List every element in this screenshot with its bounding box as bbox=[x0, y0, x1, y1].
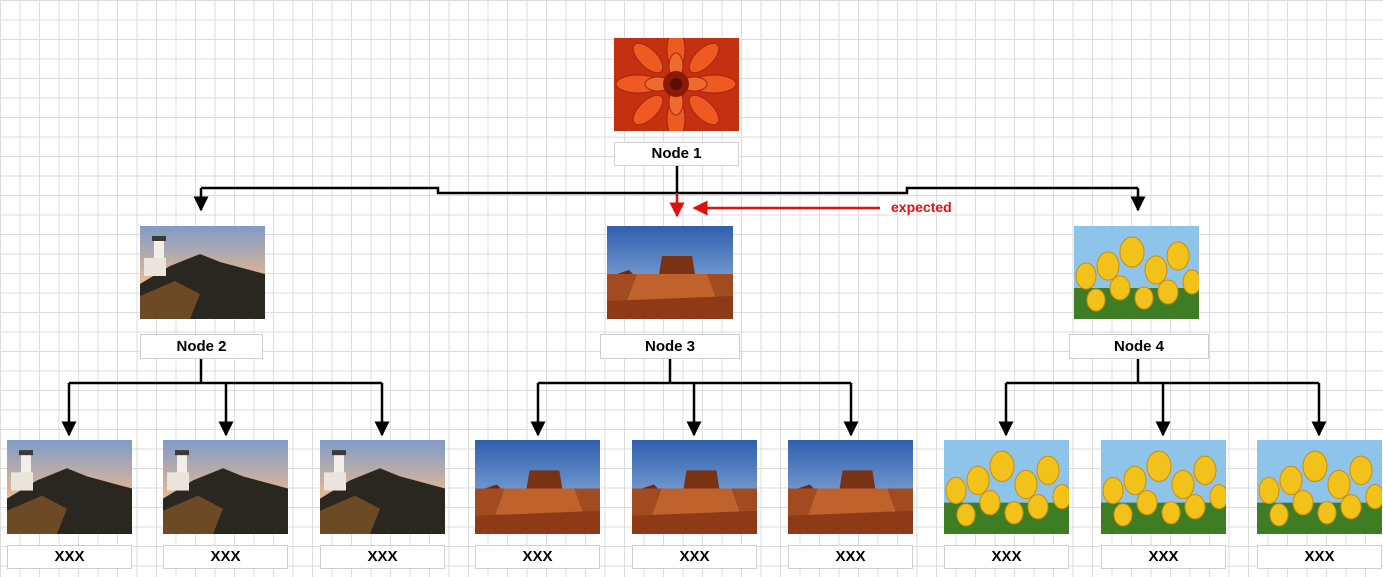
tulips-photo bbox=[944, 440, 1069, 534]
node-label: Node 2 bbox=[140, 334, 263, 359]
tulips-photo bbox=[1101, 440, 1226, 534]
desert-photo bbox=[607, 226, 733, 319]
desert-photo bbox=[475, 440, 600, 534]
node-label: Node 3 bbox=[600, 334, 740, 359]
leaf-label: XXX bbox=[320, 545, 445, 569]
node-label: Node 1 bbox=[614, 142, 739, 166]
leaf-label: XXX bbox=[632, 545, 757, 569]
leaf-label: XXX bbox=[1257, 545, 1382, 569]
tulips-photo bbox=[1257, 440, 1382, 534]
leaf-label: XXX bbox=[788, 545, 913, 569]
desert-photo bbox=[632, 440, 757, 534]
leaf-label: XXX bbox=[475, 545, 600, 569]
leaf-label: XXX bbox=[1101, 545, 1226, 569]
leaf-label: XXX bbox=[163, 545, 288, 569]
root-bus bbox=[201, 186, 1138, 195]
node-label: Node 4 bbox=[1069, 334, 1209, 359]
expected-annotation: expected bbox=[891, 199, 952, 215]
desert-photo bbox=[788, 440, 913, 534]
flower-photo bbox=[614, 38, 739, 131]
lighthouse-photo bbox=[320, 440, 445, 534]
lighthouse-photo bbox=[140, 226, 265, 319]
leaf-label: XXX bbox=[944, 545, 1069, 569]
lighthouse-photo bbox=[7, 440, 132, 534]
leaf-label: XXX bbox=[7, 545, 132, 569]
tulips-photo bbox=[1074, 226, 1199, 319]
lighthouse-photo bbox=[163, 440, 288, 534]
